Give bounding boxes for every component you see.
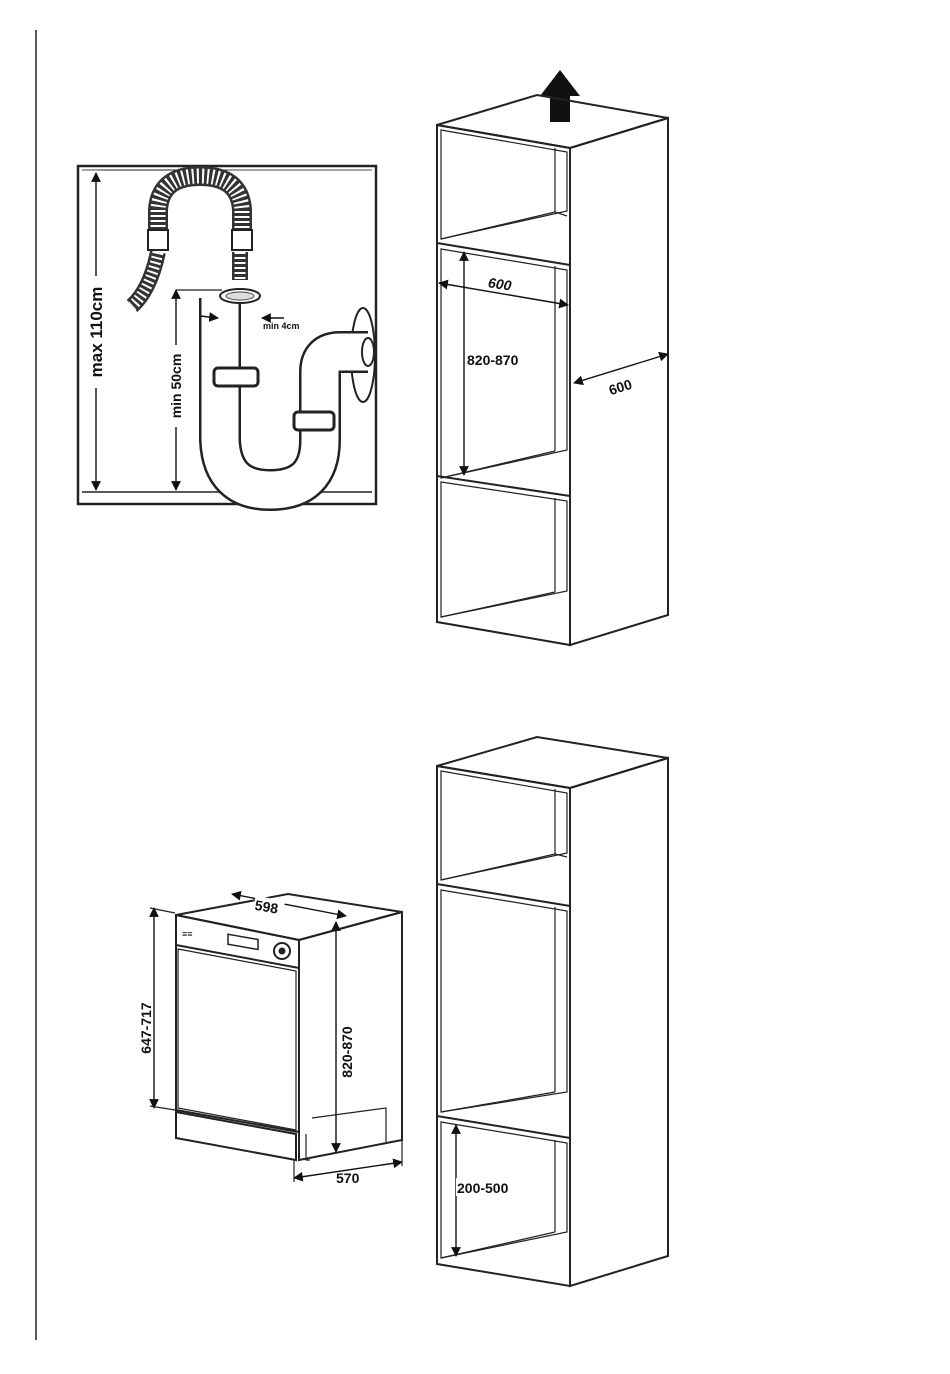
min-height-label: min 50cm: [168, 354, 184, 419]
dishwasher: ≡≡ 598 820-870 647-717 570: [138, 894, 402, 1186]
dishwasher-height-label: 820-870: [339, 1026, 355, 1078]
plinth-height-label: 200-500: [457, 1180, 509, 1196]
min-gap-label: min 4cm: [263, 321, 300, 331]
dishwasher-display: [228, 934, 258, 949]
dishwasher-depth-label: 570: [336, 1170, 360, 1186]
dishwasher-width-label: 598: [254, 897, 280, 917]
lower-cabinet: 200-500: [437, 737, 668, 1286]
upper-depth-label: 600: [607, 376, 634, 398]
dishwasher-width-arrow: [232, 894, 346, 916]
drain-hose-figure: max 110cm min 50cm min 4cm: [78, 166, 376, 504]
upper-height-label: 820-870: [467, 352, 519, 368]
upper-width-label: 600: [487, 274, 513, 293]
upper-cabinet: 600 820-870 600: [437, 70, 668, 645]
max-height-label: max 110cm: [87, 287, 106, 378]
dishwasher-panel-icon: ≡≡: [182, 929, 193, 939]
dishwasher-door-label: 647-717: [138, 1002, 154, 1054]
